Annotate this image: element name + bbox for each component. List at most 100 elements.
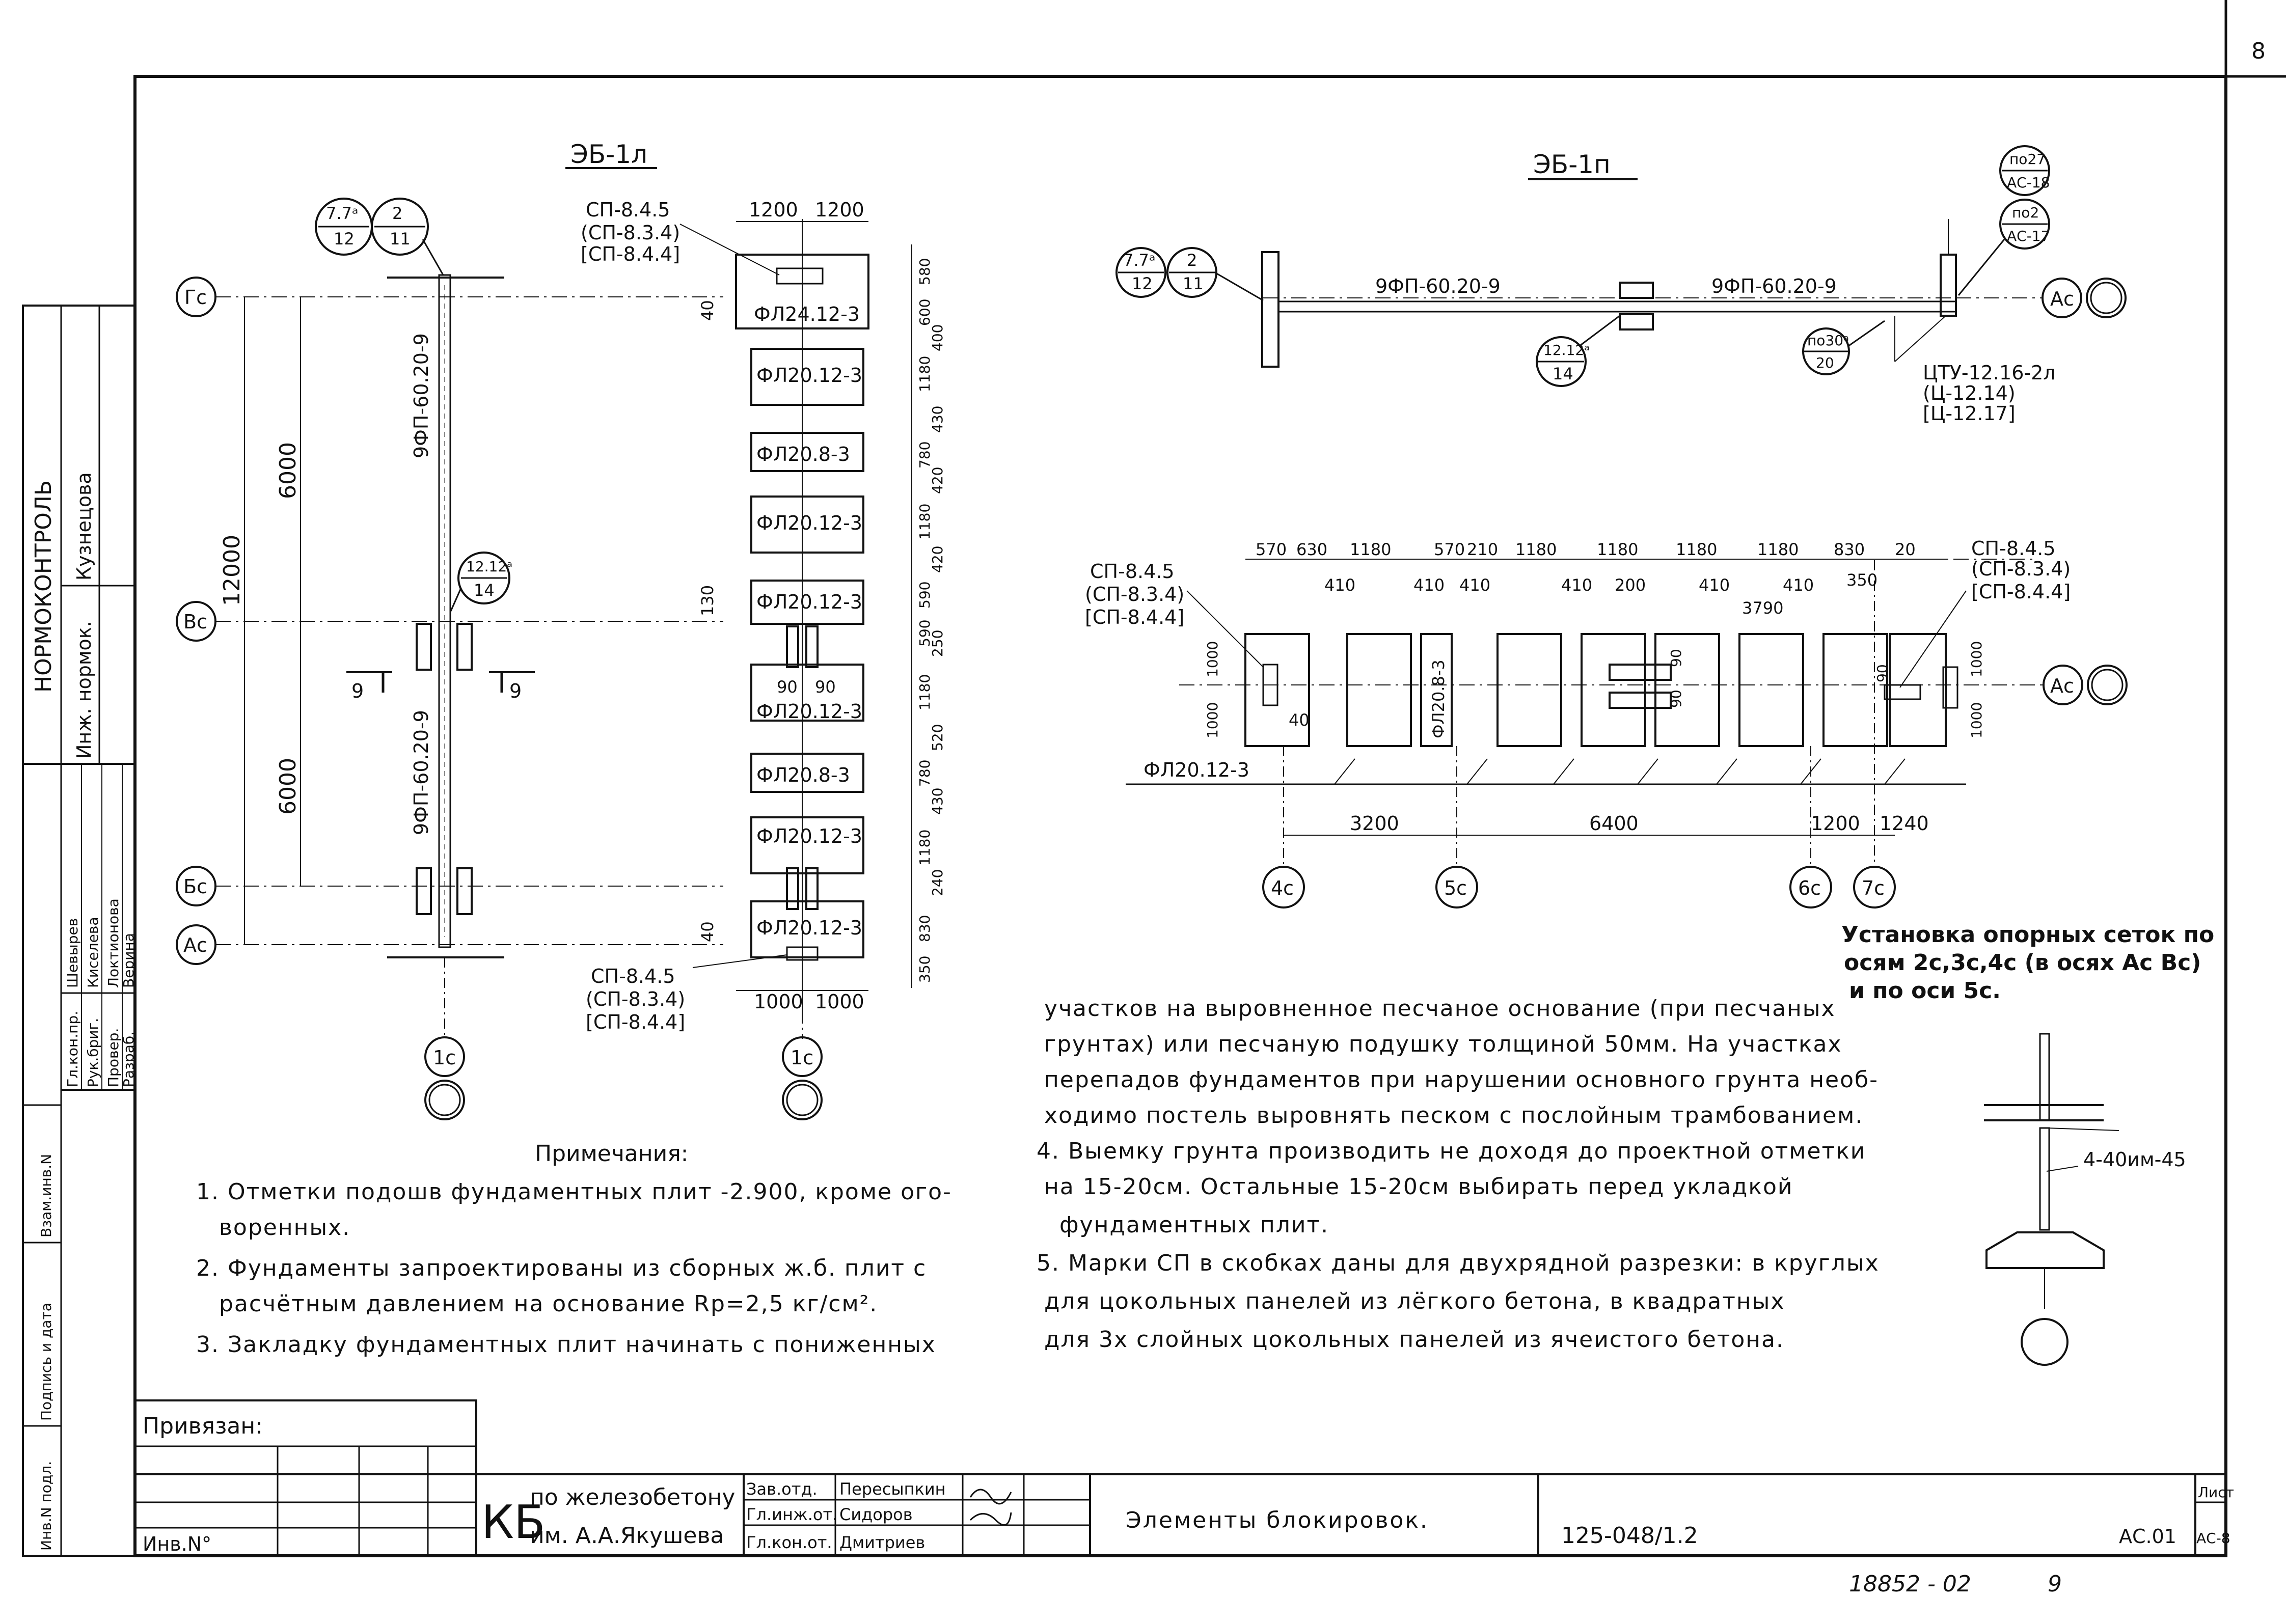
stamp-row1-name: Шевырев xyxy=(64,918,81,988)
stamp-row1-role: Гл.кон.пр. xyxy=(64,1011,81,1087)
rdim-6: 420 xyxy=(929,467,946,494)
rdim-18: 830 xyxy=(916,915,933,942)
detail-label: 4-40им-45 xyxy=(2083,1148,2186,1171)
rdim-3: 1180 xyxy=(916,356,933,392)
stamp-name1: Кузнецова xyxy=(73,472,95,581)
install-note-1: Установка опорных сеток по xyxy=(1841,922,2214,948)
right-plan: ЭБ-1п 7.7ᵃ 12 2 11 9ФП-60.20-9 9ФП-60.20… xyxy=(1085,145,2128,909)
rsub-2: 410 xyxy=(1459,575,1490,595)
rdim-14: 780 xyxy=(916,760,933,787)
left-axis-a: Ас xyxy=(183,934,207,956)
rdim-17: 240 xyxy=(929,869,946,896)
rtop-6: 1180 xyxy=(1597,540,1638,559)
note-c2: грунтах) или песчаную подушку толщиной 5… xyxy=(1044,1031,1842,1057)
tb-role-3: Гл.кон.от. xyxy=(746,1533,832,1552)
rtop-10: 830 xyxy=(1834,540,1865,559)
right-mark2-bottom: 11 xyxy=(1183,274,1204,293)
left-mark1-top: 7.7ᵃ xyxy=(326,204,358,223)
left-mark2-top: 2 xyxy=(392,204,402,223)
note-c10: для 3х слойных цокольных панелей из ячеи… xyxy=(1044,1327,1784,1353)
stamp-role1: Инж. нормок. xyxy=(73,621,95,759)
rvl-0: 1000 xyxy=(1204,641,1221,677)
plate-7: ФЛ20.8-3 xyxy=(756,764,850,786)
note-2a: 2. Фундаменты запроектированы из сборных… xyxy=(196,1255,927,1281)
col-label-2: (Ц-12.14) xyxy=(1923,382,2016,404)
left-dim-12000: 12000 xyxy=(219,535,245,606)
right-axis-6c: 6с xyxy=(1798,877,1821,899)
org-kb: КБ xyxy=(481,1496,546,1549)
right-inner-90a: 90 xyxy=(1668,649,1684,667)
stamp-row3-name: Локтионова xyxy=(105,898,122,988)
left-axis-v: Вс xyxy=(183,611,207,633)
plate-top-dim-r: 1200 xyxy=(815,199,864,221)
left-mark2-bottom: 11 xyxy=(390,229,411,249)
left-section-left: 9 xyxy=(351,680,364,702)
right-plate-vertical: ФЛ20.8-3 xyxy=(1429,659,1448,738)
rdim-15: 430 xyxy=(929,788,946,815)
stamp-row4-name: Верина xyxy=(120,933,137,988)
note-c1: участков на выровненное песчаное основан… xyxy=(1044,996,1836,1022)
rbot-2: 1200 xyxy=(1811,812,1860,835)
left-plan-title: ЭБ-1л xyxy=(570,140,647,169)
rdim-16: 1180 xyxy=(916,830,933,866)
left-label-top-3: [СП-8.4.4] xyxy=(581,243,680,265)
plate-9: ФЛ20.12-3 xyxy=(756,917,862,939)
right-axis-as-top: Ас xyxy=(2050,288,2074,310)
rdim-19: 350 xyxy=(916,956,933,983)
plate-inner-dim-l: 90 xyxy=(777,677,798,697)
install-note-2: осям 2с,3с,4с (в осях Ас Вс) xyxy=(1844,950,2201,976)
note-2b: расчётным давлением на основание Rp=2,5 … xyxy=(219,1291,878,1317)
note-1a: 1. Отметки подошв фундаментных плит -2.9… xyxy=(196,1179,952,1205)
rtop-4: 210 xyxy=(1467,540,1498,559)
plate-1: ФЛ24.12-3 xyxy=(754,303,860,325)
plate-inner-dim-r: 90 xyxy=(815,677,836,697)
footer-page: 9 xyxy=(2048,1571,2062,1597)
right-inner-90b: 90 xyxy=(1668,690,1684,708)
rdim-1: 600 xyxy=(916,299,933,326)
left-plan: ЭБ-1л 7.7ᵃ 12 2 11 Гс Вс Бс Ас xyxy=(176,140,946,1120)
rsub-6: 410 xyxy=(1783,575,1814,595)
bound-label: Привязан: xyxy=(143,1413,263,1439)
right-mark2-top: 2 xyxy=(1187,251,1197,270)
left-mark3-top: 12.12ᵃ xyxy=(466,558,512,575)
plate-2: ФЛ20.12-3 xyxy=(756,364,862,387)
right-mark3-bottom: 14 xyxy=(1553,364,1573,383)
tb-role-2: Гл.инж.от. xyxy=(746,1505,837,1524)
rsub-3: 410 xyxy=(1561,575,1592,595)
left-mark1-bottom: 12 xyxy=(334,229,355,249)
stamp-row2-role: Рук.бриг. xyxy=(85,1018,101,1087)
plate-5: ФЛ20.12-3 xyxy=(756,591,862,613)
rtop-11: 20 xyxy=(1895,540,1916,559)
left-dim-6000-bottom: 6000 xyxy=(275,758,301,815)
title-block: Привязан: Инв.N° КБ по железобетону им. … xyxy=(134,1399,2234,1557)
left-mark3-bottom: 14 xyxy=(474,581,495,600)
rsub-5: 410 xyxy=(1699,575,1730,595)
stamp-row3-role: Провер. xyxy=(105,1028,122,1087)
drawing-title: Элементы блокировок. xyxy=(1126,1507,1429,1533)
left-dim-40-bottom: 40 xyxy=(698,921,717,942)
org-line1: по железобетону xyxy=(530,1484,735,1510)
right-right-label-3: [СП-8.4.4] xyxy=(1971,581,2071,603)
note-c8: 5. Марки СП в скобках даны для двухрядно… xyxy=(1037,1250,1880,1276)
sheet-number-top: 8 xyxy=(2251,38,2266,64)
right-left-label-2: (СП-8.3.4) xyxy=(1085,583,1184,605)
left-label-bot-2: (СП-8.3.4) xyxy=(586,988,685,1010)
rtop-3: 570 xyxy=(1434,540,1465,559)
rdim-4: 430 xyxy=(929,406,946,433)
left-axis-g: Гс xyxy=(184,286,207,309)
tb-name-2: Сидоров xyxy=(839,1505,913,1524)
detail-sketch: 4-40им-45 xyxy=(1984,1033,2186,1366)
notes-heading: Примечания: xyxy=(535,1141,689,1167)
plate-top-dim-l: 1200 xyxy=(749,199,798,221)
col-label-3: [Ц-12.17] xyxy=(1923,402,2016,425)
left-beam-top: 9ФП-60.20-9 xyxy=(410,333,432,458)
rsub-1: 410 xyxy=(1413,575,1445,595)
signature-scribble xyxy=(969,1489,1012,1526)
rsub-4: 200 xyxy=(1615,575,1646,595)
rdim-7: 1180 xyxy=(916,504,933,540)
stamp-col-2: Подпись и дата xyxy=(38,1303,55,1421)
right-mark4-bottom: 20 xyxy=(1816,354,1834,371)
col-label-1: ЦТУ-12.16-2л xyxy=(1923,362,2056,384)
right-right-label-2: (СП-8.3.4) xyxy=(1971,558,2071,580)
sheet-label: Лист xyxy=(2198,1484,2234,1501)
